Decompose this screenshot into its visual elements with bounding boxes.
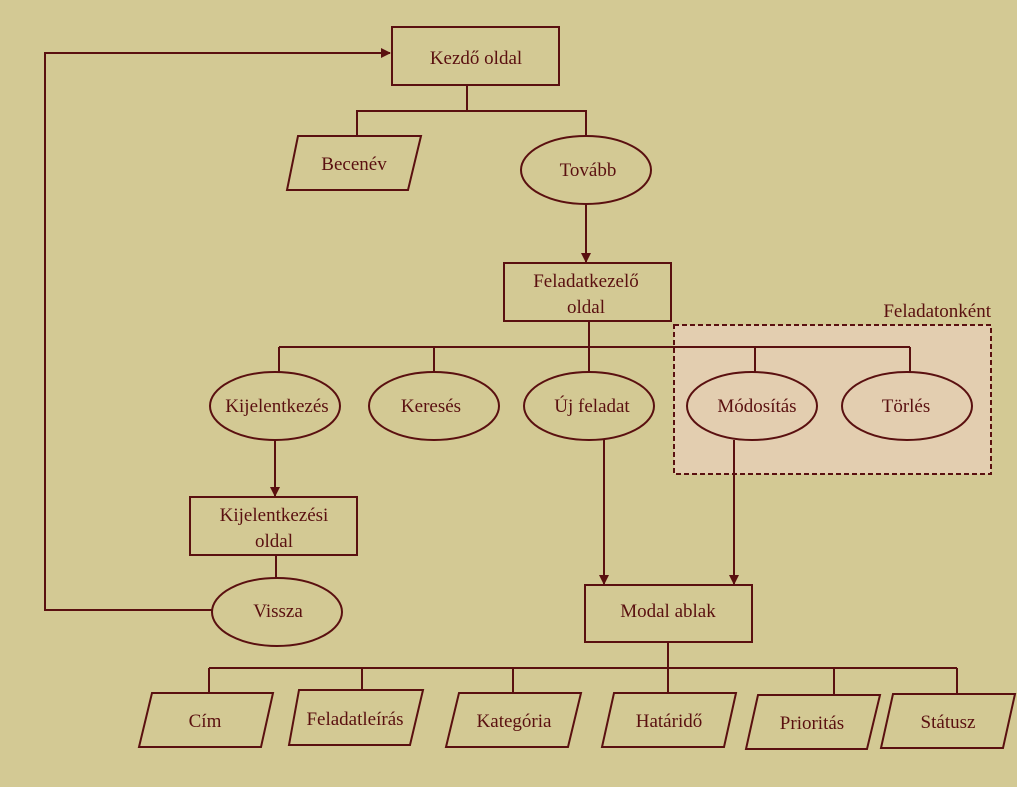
svg-text:Cím: Cím xyxy=(189,711,222,732)
svg-text:Határidő: Határidő xyxy=(636,711,702,732)
node-modify: Módosítás xyxy=(686,371,818,441)
svg-text:Feladatkezelő: Feladatkezelő xyxy=(533,271,639,292)
svg-text:Becenév: Becenév xyxy=(321,154,387,175)
node-title-field: Cím xyxy=(137,692,275,748)
svg-text:Feladatleírás: Feladatleírás xyxy=(306,709,403,730)
per-task-group-box xyxy=(673,324,992,475)
node-start-page: Kezdő oldal xyxy=(391,26,560,86)
node-modal-window: Modal ablak xyxy=(584,584,753,643)
svg-text:Modal ablak: Modal ablak xyxy=(620,601,716,622)
node-description-field: Feladatleírás xyxy=(287,689,425,746)
svg-text:oldal: oldal xyxy=(567,297,605,318)
svg-text:Kezdő oldal: Kezdő oldal xyxy=(430,48,522,69)
node-delete: Törlés xyxy=(841,371,973,441)
node-logout: Kijelentkezés xyxy=(209,371,341,441)
svg-text:Keresés: Keresés xyxy=(401,396,461,417)
node-search: Keresés xyxy=(368,371,500,441)
svg-text:Módosítás: Módosítás xyxy=(717,396,796,417)
node-priority-field: Prioritás xyxy=(744,694,882,750)
node-back: Vissza xyxy=(211,577,343,647)
node-category-field: Kategória xyxy=(444,692,583,748)
svg-text:Tovább: Tovább xyxy=(560,160,617,181)
svg-text:Törlés: Törlés xyxy=(882,396,931,417)
node-deadline-field: Határidő xyxy=(600,692,738,748)
node-new-task: Új feladat xyxy=(523,371,655,441)
node-task-manager-page: Feladatkezelő oldal xyxy=(503,262,672,322)
per-task-group-label: Feladatonként xyxy=(883,301,991,322)
svg-text:Státusz: Státusz xyxy=(921,712,976,733)
node-logout-page: Kijelentkezési oldal xyxy=(189,496,358,556)
svg-text:Prioritás: Prioritás xyxy=(780,713,844,734)
svg-text:Új feladat: Új feladat xyxy=(554,395,630,417)
svg-text:oldal: oldal xyxy=(255,531,293,552)
node-status-field: Státusz xyxy=(879,693,1017,749)
svg-text:Kijelentkezési: Kijelentkezési xyxy=(220,505,329,526)
connectors xyxy=(44,48,958,694)
svg-text:Vissza: Vissza xyxy=(253,601,303,622)
node-nickname-input: Becenév xyxy=(285,135,423,191)
svg-text:Kijelentkezés: Kijelentkezés xyxy=(225,396,328,417)
node-next: Tovább xyxy=(520,135,652,205)
svg-text:Kategória: Kategória xyxy=(477,711,552,732)
